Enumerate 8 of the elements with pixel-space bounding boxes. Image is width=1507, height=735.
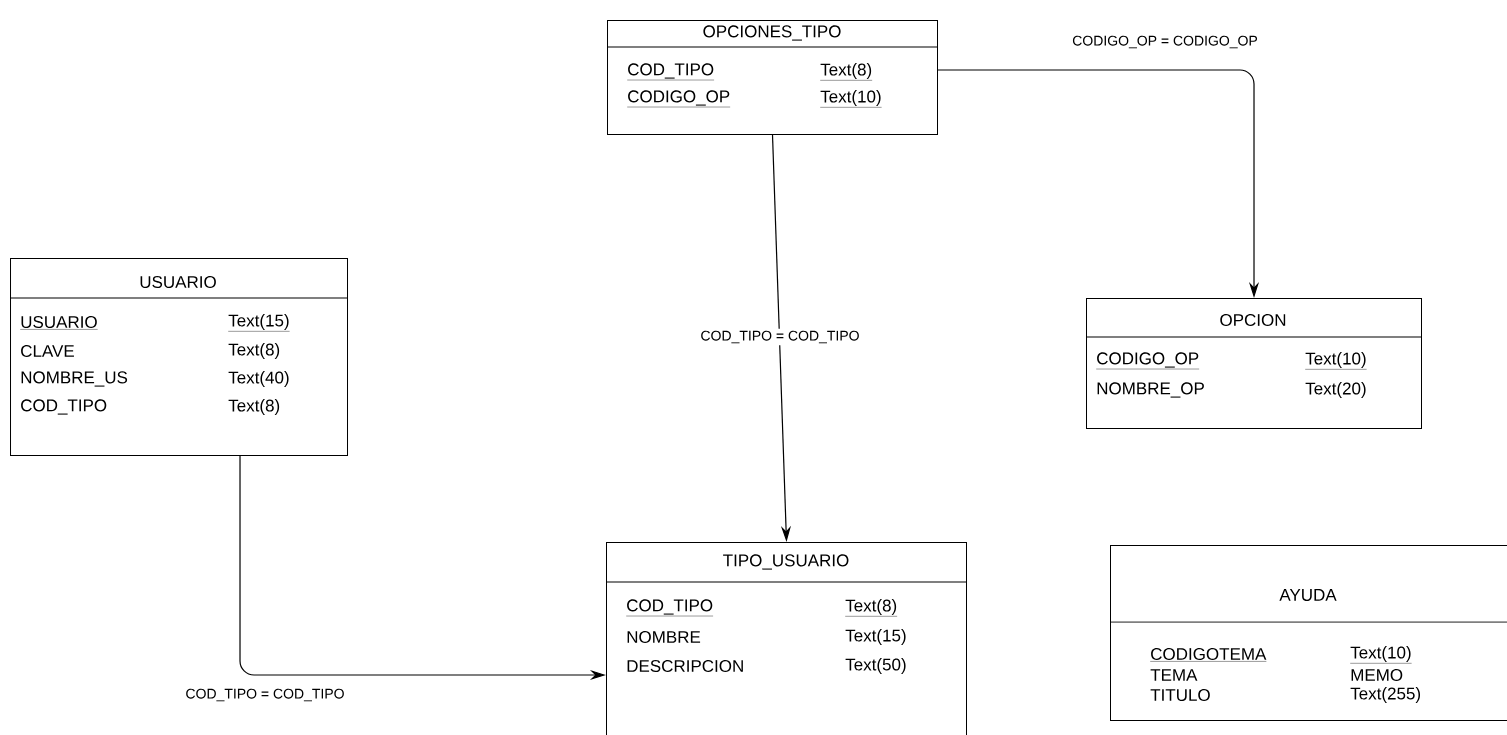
edge-label: COD_TIPO = COD_TIPO: [698, 328, 862, 346]
table-box: AYUDA CODIGOTEMA Text(10) TEMA MEMO TITULO Text(255): [1109, 545, 1507, 721]
table-box: USUARIO USUARIO Text(15) CLAVE Text(8) NOMBRE_US Text(40) COD_TIPO Text(8): [9, 258, 348, 456]
table-box: TIPO_USUARIO COD_TIPO Text(8) NOMBRE Text(15) DESCRIPCION Text(50): [605, 542, 967, 735]
edge-label: CODIGO_OP = CODIGO_OP: [1070, 33, 1260, 51]
table-box: OPCIONES_TIPO COD_TIPO Text(8) CODIGO_OP Text(10): [606, 20, 938, 135]
table-box: OPCION CODIGO_OP Text(10) NOMBRE_OP Text(20): [1085, 298, 1422, 429]
edge-label: COD_TIPO = COD_TIPO: [183, 686, 347, 704]
